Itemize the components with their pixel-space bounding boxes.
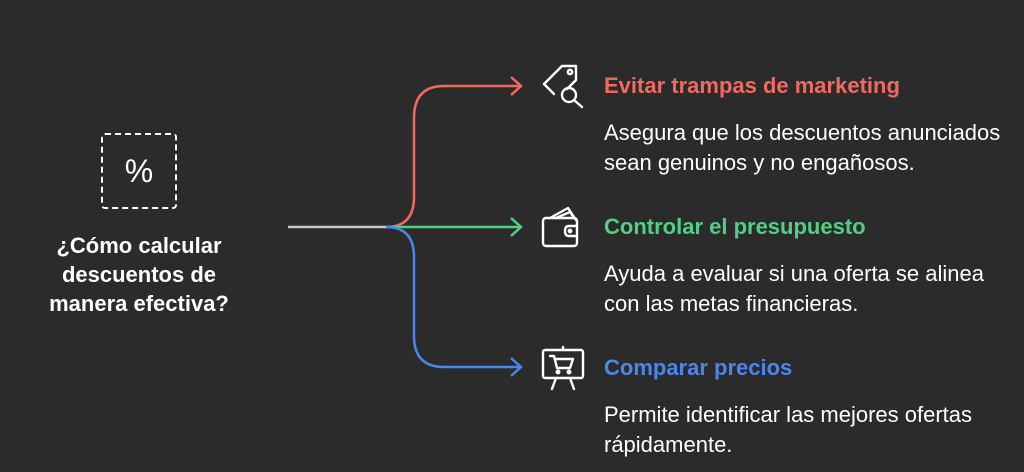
branch-description-controlar: Ayuda a evaluar si una oferta se alinea … bbox=[604, 261, 984, 316]
branch-description-comparar: Permite identificar las mejores ofertas … bbox=[604, 402, 973, 457]
percent-icon: % bbox=[101, 133, 177, 209]
branch-description-evitar: Asegura que los descuentos anunciados se… bbox=[604, 120, 1001, 175]
branch-title-controlar: Controlar el presupuesto bbox=[604, 214, 866, 239]
branch-title-evitar: Evitar trampas de marketing bbox=[604, 73, 900, 98]
branch-connector-comparar bbox=[385, 225, 520, 369]
arrowhead-comparar bbox=[510, 357, 523, 377]
price-tag-search-icon bbox=[542, 64, 584, 109]
percent-glyph: % bbox=[124, 152, 154, 189]
branch-connector-evitar bbox=[385, 84, 520, 229]
arrowhead-controlar bbox=[510, 217, 523, 237]
cart-presentation-icon bbox=[541, 345, 585, 391]
central-question: ¿Cómo calcular descuentos de manera efec… bbox=[49, 233, 229, 316]
branch-title-comparar: Comparar precios bbox=[604, 355, 793, 380]
wallet-cash-icon bbox=[541, 206, 579, 248]
arrowhead-evitar bbox=[510, 76, 523, 96]
